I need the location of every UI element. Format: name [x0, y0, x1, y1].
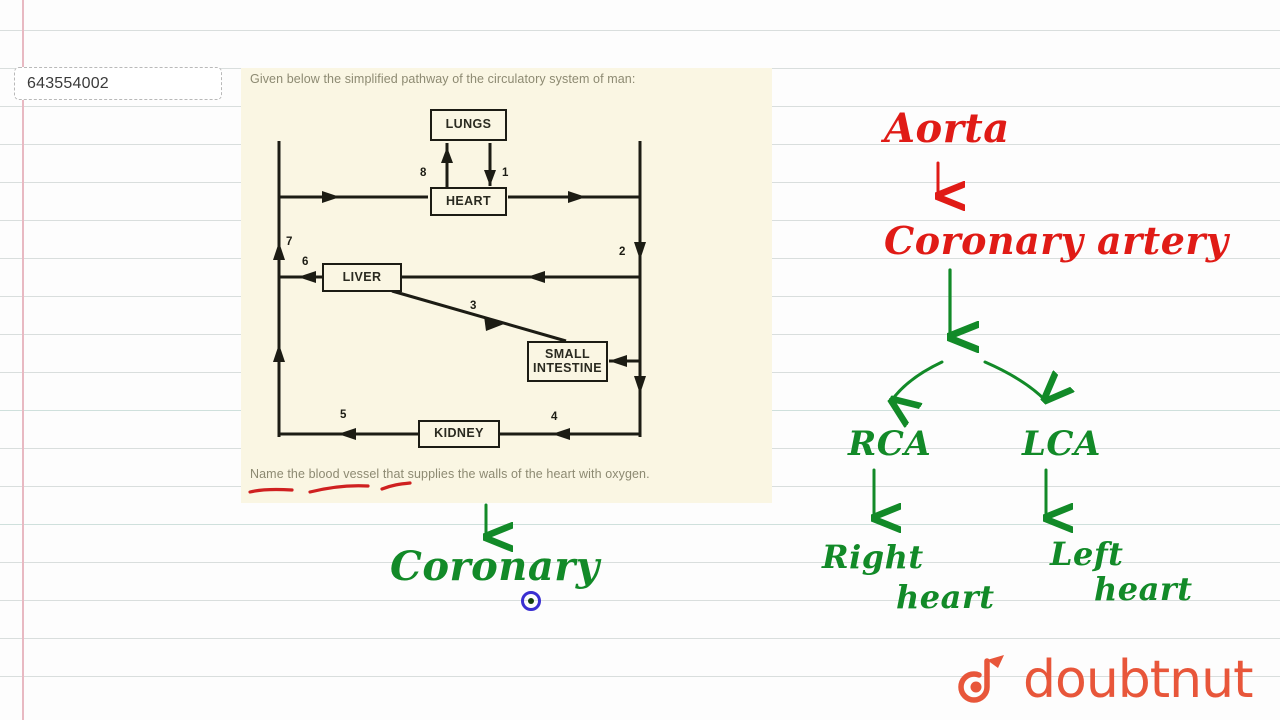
vessel-number-7: 7 [286, 236, 293, 248]
small-intestine-label-line1: SMALL [544, 347, 591, 362]
rule-line [0, 676, 1280, 677]
small-intestine-label-line2: INTESTINE [533, 360, 602, 375]
handwriting-rca: RCA [848, 424, 932, 464]
rule-line [0, 562, 1280, 563]
handwriting-left-heart-line1: Left [1050, 535, 1124, 573]
question-id-text: 643554002 [27, 74, 109, 92]
question-id-chip: 643554002 [14, 67, 222, 100]
doubtnut-wordmark: doubtnut [1023, 650, 1253, 710]
diagram-box-lungs: LUNGS [430, 109, 507, 141]
vessel-number-2: 2 [619, 246, 626, 258]
handwriting-aorta: Aorta [884, 105, 1010, 152]
kidney-label: KIDNEY [434, 426, 484, 441]
handwriting-answer-coronary: Coronary [390, 543, 600, 590]
rule-line [0, 600, 1280, 601]
doubtnut-watermark-logo: doubtnut [957, 650, 1253, 710]
handwriting-right-heart-line2: heart [896, 578, 995, 616]
handwriting-left-heart-line2: heart [1094, 570, 1193, 608]
handwriting-right-heart-line1: Right [822, 538, 924, 576]
question-ask-text: Name the blood vessel that supplies the … [250, 467, 650, 481]
vessel-number-8: 8 [420, 167, 427, 179]
rule-line [0, 638, 1280, 639]
cursor-ring-highlight [521, 591, 541, 611]
rule-line [0, 524, 1280, 525]
vessel-number-4: 4 [551, 411, 558, 423]
diagram-box-heart: HEART [430, 187, 507, 216]
handwriting-coronary-artery: Coronary artery [884, 218, 1229, 263]
vessel-number-1: 1 [502, 167, 509, 179]
margin-rule-line [22, 0, 24, 720]
vessel-3-hepatic-portal [391, 289, 567, 343]
vessel-number-5: 5 [340, 409, 347, 421]
cursor-pointer [528, 598, 534, 604]
diagram-box-liver: LIVER [322, 263, 402, 292]
diagram-box-kidney: KIDNEY [418, 420, 500, 448]
lungs-label: LUNGS [445, 117, 492, 132]
diagram-box-small-intestine: SMALL INTESTINE [527, 341, 608, 382]
vessel-number-6: 6 [302, 256, 309, 268]
heart-label: HEART [445, 193, 492, 208]
liver-label: LIVER [342, 269, 382, 284]
handwriting-lca: LCA [1022, 424, 1101, 464]
doubtnut-mark-icon [958, 655, 1004, 703]
question-prompt-text: Given below the simplified pathway of th… [250, 72, 636, 86]
vessel-number-3: 3 [470, 300, 477, 312]
flow-arrowheads [273, 147, 646, 440]
rule-line [0, 30, 1280, 31]
